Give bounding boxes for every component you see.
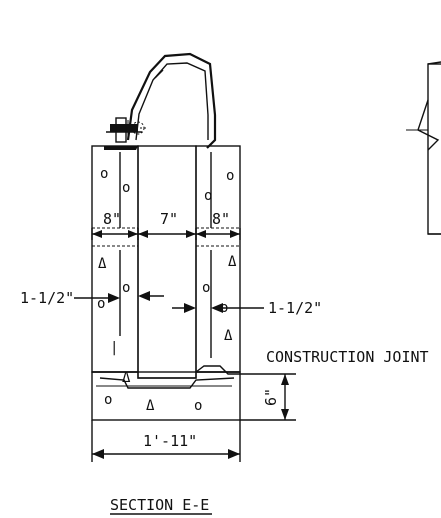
left-inset-leader — [74, 291, 164, 303]
svg-text:o: o — [100, 166, 108, 182]
right-concrete-wall: o o Δ o o Δ — [195, 145, 241, 373]
left-inset-label: 1-1/2" — [20, 289, 74, 307]
svg-text:o: o — [97, 296, 105, 312]
right-inset-label: 1-1/2" — [268, 299, 322, 317]
overall-width-label: 1'-11" — [143, 432, 197, 450]
svg-text:Δ: Δ — [224, 328, 233, 344]
adjacent-section-fragment — [406, 61, 441, 235]
svg-text:o: o — [226, 168, 234, 184]
barrier-parapet — [126, 52, 217, 149]
section-title: SECTION E-E — [110, 496, 209, 514]
dim-left-wall-label: 8" — [103, 210, 121, 228]
left-concrete-wall: o o Δ o o | — [91, 145, 139, 373]
right-inset-leader — [172, 303, 264, 313]
height-dim-label: 6" — [262, 388, 280, 406]
svg-text:o: o — [122, 180, 130, 196]
dim-right-wall-label: 8" — [212, 210, 230, 228]
anchor-hardware — [104, 117, 148, 150]
svg-text:|: | — [110, 340, 118, 356]
overall-width-dimension — [91, 420, 241, 462]
svg-text:o: o — [202, 280, 210, 296]
svg-text:Δ: Δ — [228, 254, 237, 270]
base-slab: o Δ o Δ — [91, 145, 241, 421]
construction-joint-notch — [195, 365, 240, 375]
construction-joint-label: CONSTRUCTION JOINT — [266, 348, 429, 366]
height-dimension — [240, 373, 296, 421]
dim-gap-label: 7" — [160, 210, 178, 228]
svg-text:Δ: Δ — [98, 256, 107, 272]
svg-text:o: o — [104, 392, 112, 408]
svg-text:Δ: Δ — [146, 398, 155, 414]
top-dimension-line — [91, 228, 241, 240]
svg-text:o: o — [194, 398, 202, 414]
svg-text:Δ: Δ — [122, 370, 131, 386]
svg-text:o: o — [122, 280, 130, 296]
svg-text:o: o — [204, 188, 212, 204]
